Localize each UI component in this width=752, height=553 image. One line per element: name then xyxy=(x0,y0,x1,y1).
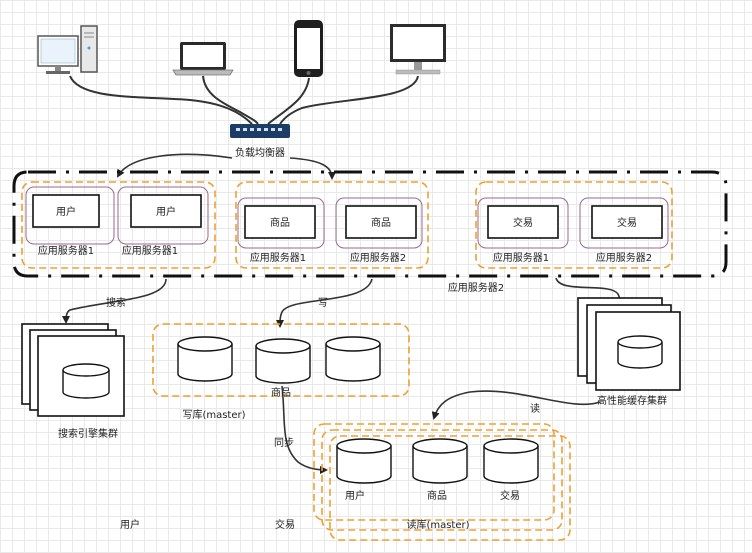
product-app-server-caption-1: 应用服务器1 xyxy=(250,251,306,264)
read-db-user-label: 用户 xyxy=(345,489,365,502)
cache-database-icon xyxy=(617,335,663,369)
user-server-frame-2 xyxy=(117,186,209,245)
write-database-icon-1 xyxy=(177,336,233,382)
write-edge-label: 写 xyxy=(318,297,328,309)
read-db-group-back-1 xyxy=(321,429,563,531)
trade-service-group xyxy=(475,181,673,269)
product-service-label-2: 商品 xyxy=(371,216,391,229)
user-service-group xyxy=(21,181,216,269)
laptop-icon xyxy=(172,42,234,76)
cache-cluster xyxy=(577,297,681,391)
trade-app-server-caption-2: 应用服务器2 xyxy=(596,251,652,264)
desktop-computer-icon xyxy=(37,25,98,74)
client-connections xyxy=(69,75,419,125)
trade-server-frame-2 xyxy=(579,197,669,249)
trade-service-box-1 xyxy=(487,205,559,239)
write-db-caption: 写库(master) xyxy=(182,408,245,421)
sync-edge-label: 同步 xyxy=(274,437,294,449)
bottom-trade-label: 交易 xyxy=(275,518,295,531)
write-database-icon-3 xyxy=(325,336,381,382)
product-service-group xyxy=(235,181,429,269)
load-balancer-label: 负载均衡器 xyxy=(235,146,285,159)
product-service-label-1: 商品 xyxy=(270,216,290,229)
write-edge xyxy=(276,278,373,328)
search-cluster-caption: 搜索引擎集群 xyxy=(58,427,118,440)
user-service-box-2 xyxy=(130,194,202,228)
trade-service-label-1: 交易 xyxy=(513,216,533,229)
sync-edge xyxy=(281,385,328,474)
trade-service-label-2: 交易 xyxy=(617,216,637,229)
user-service-label-1: 用户 xyxy=(56,205,76,218)
read-database-icon-product xyxy=(412,438,468,484)
read-database-icon-user xyxy=(336,438,392,484)
cache-cluster-caption: 高性能缓存集群 xyxy=(597,394,667,407)
read-edge-label: 读 xyxy=(530,402,540,415)
user-server-frame-1 xyxy=(25,186,115,245)
product-service-box-2 xyxy=(345,205,417,239)
search-edge xyxy=(62,278,167,324)
user-app-server-caption-1: 应用服务器1 xyxy=(38,244,94,257)
trade-server-frame-1 xyxy=(477,197,569,249)
product-service-box-1 xyxy=(244,205,316,239)
lb-to-user-edge xyxy=(117,153,233,178)
write-database-icon-2 xyxy=(255,338,311,384)
write-db-group xyxy=(152,323,410,397)
product-server-frame-2 xyxy=(335,197,423,249)
trade-app-server-caption-1: 应用服务器1 xyxy=(493,251,549,264)
product-server-frame-1 xyxy=(237,197,325,249)
read-edge xyxy=(431,390,601,420)
product-app-server-caption-2: 应用服务器2 xyxy=(350,251,406,264)
user-service-label-2: 用户 xyxy=(156,205,176,218)
lb-to-product-edge xyxy=(289,157,336,180)
user-service-box-1 xyxy=(32,194,100,228)
monitor-icon xyxy=(390,24,446,75)
app-cluster-boundary xyxy=(12,170,728,278)
switch-icon xyxy=(230,124,290,138)
search-database-icon xyxy=(62,363,110,399)
search-engine-cluster xyxy=(21,323,125,417)
read-db-product-label: 商品 xyxy=(427,489,447,502)
read-db-group-back-2 xyxy=(329,435,571,541)
read-db-group xyxy=(313,423,555,521)
app-cluster-caption: 应用服务器2 xyxy=(448,281,504,294)
user-app-server-caption-2: 应用服务器1 xyxy=(122,244,178,257)
trade-service-box-2 xyxy=(591,205,663,239)
read-db-trade-label: 交易 xyxy=(500,489,520,502)
read-database-icon-trade xyxy=(483,438,539,484)
bottom-user-label: 用户 xyxy=(120,518,140,531)
read-db-caption: 读库(master) xyxy=(406,518,469,531)
write-db-product-label: 商品 xyxy=(271,386,291,399)
smartphone-icon xyxy=(294,20,323,77)
search-edge-label: 搜索 xyxy=(106,296,126,309)
